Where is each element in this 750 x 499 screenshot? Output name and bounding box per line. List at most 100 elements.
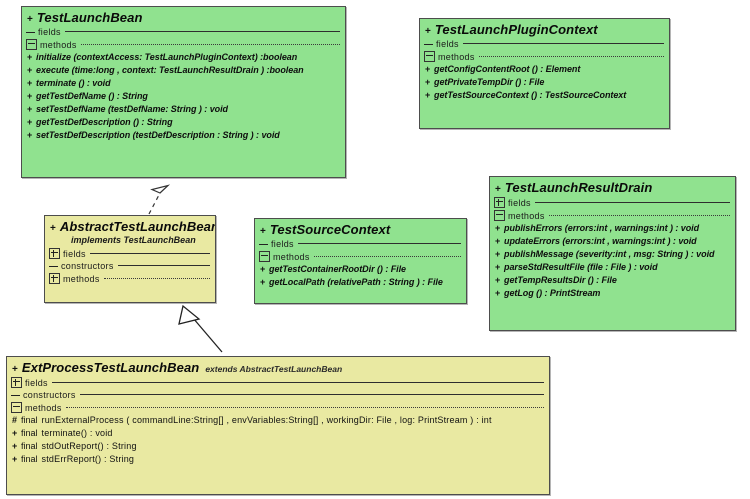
member-row[interactable]: +initialize (contextAccess: TestLaunchPl… bbox=[22, 51, 345, 64]
dash-icon[interactable] bbox=[49, 262, 58, 271]
visibility-marker: + bbox=[260, 226, 266, 237]
compartment-label: fields bbox=[25, 377, 48, 388]
member-visibility: + bbox=[27, 130, 33, 140]
class-header: +TestSourceContext bbox=[255, 219, 466, 238]
compartment-label: constructors bbox=[23, 390, 76, 400]
compartment-fields[interactable]: fields bbox=[255, 238, 466, 250]
compartment-fields[interactable]: fields bbox=[490, 196, 735, 209]
dash-icon[interactable] bbox=[26, 28, 35, 37]
member-visibility: + bbox=[260, 277, 266, 287]
member-row[interactable]: +updateErrors (errors:int , warnings:int… bbox=[490, 235, 735, 248]
compartment-rule bbox=[548, 214, 730, 217]
collapse-minus-icon[interactable] bbox=[424, 51, 435, 62]
compartment-methods[interactable]: methods bbox=[255, 250, 466, 263]
member-visibility: + bbox=[425, 90, 431, 100]
member-row[interactable]: +getLog () : PrintStream bbox=[490, 287, 735, 300]
compartment-label: constructors bbox=[61, 261, 114, 271]
member-signature: setTestDefName (testDefName: String ) : … bbox=[36, 104, 229, 114]
members-list: +getConfigContentRoot () : Element+getPr… bbox=[420, 63, 669, 105]
collapse-minus-icon[interactable] bbox=[11, 402, 22, 413]
member-signature: getTestContainerRootDir () : File bbox=[269, 264, 407, 274]
implements-clause: implements TestLaunchBean bbox=[71, 235, 196, 245]
class-title: TestLaunchResultDrain bbox=[504, 180, 653, 195]
compartment-fields[interactable]: fields bbox=[420, 38, 669, 50]
dash-icon[interactable] bbox=[11, 391, 20, 400]
member-visibility: + bbox=[495, 262, 501, 272]
member-row[interactable]: +publishMessage (severity:int , msg: Str… bbox=[490, 248, 735, 261]
member-signature: getTestDefDescription () : String bbox=[36, 117, 173, 127]
compartment-label: fields bbox=[508, 197, 531, 208]
compartment-fields[interactable]: fields bbox=[45, 247, 215, 260]
compartment-rule bbox=[462, 43, 664, 45]
member-signature: runExternalProcess ( commandLine:String[… bbox=[41, 415, 492, 425]
visibility-marker: + bbox=[425, 26, 431, 37]
member-signature: updateErrors (errors:int , warnings:int … bbox=[504, 236, 697, 246]
compartment-constructors[interactable]: constructors bbox=[45, 260, 215, 272]
member-row[interactable]: +getPrivateTempDir () : File bbox=[420, 76, 669, 89]
compartment-rule bbox=[103, 277, 210, 280]
member-row[interactable]: +terminate () : void bbox=[22, 77, 345, 90]
compartment-fields[interactable]: fields bbox=[22, 26, 345, 38]
member-visibility: + bbox=[495, 275, 501, 285]
member-modifier: final bbox=[21, 454, 38, 464]
member-visibility: + bbox=[260, 264, 266, 274]
compartment-rule bbox=[534, 201, 730, 204]
member-row[interactable]: +setTestDefDescription (testDefDescripti… bbox=[22, 129, 345, 142]
member-signature: terminate() : void bbox=[41, 428, 113, 438]
member-signature: getConfigContentRoot () : Element bbox=[434, 64, 581, 74]
uml-class-ExtProcessTestLaunchBean[interactable]: + ExtProcessTestLaunchBean extends Abstrac… bbox=[6, 356, 550, 495]
class-stereotype: extends AbstractTestLaunchBean bbox=[205, 364, 343, 374]
expand-plus-icon[interactable] bbox=[11, 377, 22, 388]
members-list: +initialize (contextAccess: TestLaunchPl… bbox=[22, 51, 345, 145]
compartment-constructors[interactable]: constructors bbox=[7, 389, 549, 401]
member-row[interactable]: +getConfigContentRoot () : Element bbox=[420, 63, 669, 76]
compartment-label: fields bbox=[63, 248, 86, 259]
member-visibility: + bbox=[425, 77, 431, 87]
member-modifier: final bbox=[21, 441, 38, 451]
dash-icon[interactable] bbox=[424, 40, 433, 49]
compartment-label: methods bbox=[40, 39, 77, 50]
collapse-minus-icon[interactable] bbox=[26, 39, 37, 50]
member-signature: execute (time:long , context: TestLaunch… bbox=[36, 65, 304, 75]
member-row[interactable]: +execute (time:long , context: TestLaunc… bbox=[22, 64, 345, 77]
compartment-methods[interactable]: methods bbox=[22, 38, 345, 51]
dash-icon[interactable] bbox=[259, 240, 268, 249]
expand-plus-icon[interactable] bbox=[49, 248, 60, 259]
compartment-methods[interactable]: methods bbox=[420, 50, 669, 63]
compartment-methods[interactable]: methods bbox=[45, 272, 215, 285]
member-row[interactable]: +getTestSourceContext () : TestSourceCon… bbox=[420, 89, 669, 102]
member-visibility: + bbox=[27, 52, 33, 62]
member-row[interactable]: +getTestDefDescription () : String bbox=[22, 116, 345, 129]
compartment-fields[interactable]: fields bbox=[7, 376, 549, 389]
member-row[interactable]: +parseStdResultFile (file : File ) : voi… bbox=[490, 261, 735, 274]
member-visibility: + bbox=[27, 91, 33, 101]
class-header: +TestLaunchBean bbox=[22, 7, 345, 26]
collapse-minus-icon[interactable] bbox=[494, 210, 505, 221]
class-title: ExtProcessTestLaunchBean bbox=[21, 360, 200, 375]
compartment-methods[interactable]: methods bbox=[490, 209, 735, 222]
member-modifier: final bbox=[21, 428, 38, 438]
member-row[interactable]: +getLocalPath (relativePath : String ) :… bbox=[255, 276, 466, 289]
compartment-label: methods bbox=[273, 251, 310, 262]
member-row[interactable]: +getTempResultsDir () : File bbox=[490, 274, 735, 287]
expand-plus-icon[interactable] bbox=[494, 197, 505, 208]
collapse-minus-icon[interactable] bbox=[259, 251, 270, 262]
member-row[interactable]: +getTestDefName () : String bbox=[22, 90, 345, 103]
member-visibility: + bbox=[12, 441, 18, 451]
member-row[interactable]: +getTestContainerRootDir () : File bbox=[255, 263, 466, 276]
member-signature: getLog () : PrintStream bbox=[504, 288, 601, 298]
compartment-methods[interactable]: methods bbox=[7, 401, 549, 414]
member-row[interactable]: +setTestDefName (testDefName: String ) :… bbox=[22, 103, 345, 116]
member-row[interactable]: +publishErrors (errors:int , warnings:in… bbox=[490, 222, 735, 235]
expand-plus-icon[interactable] bbox=[49, 273, 60, 284]
